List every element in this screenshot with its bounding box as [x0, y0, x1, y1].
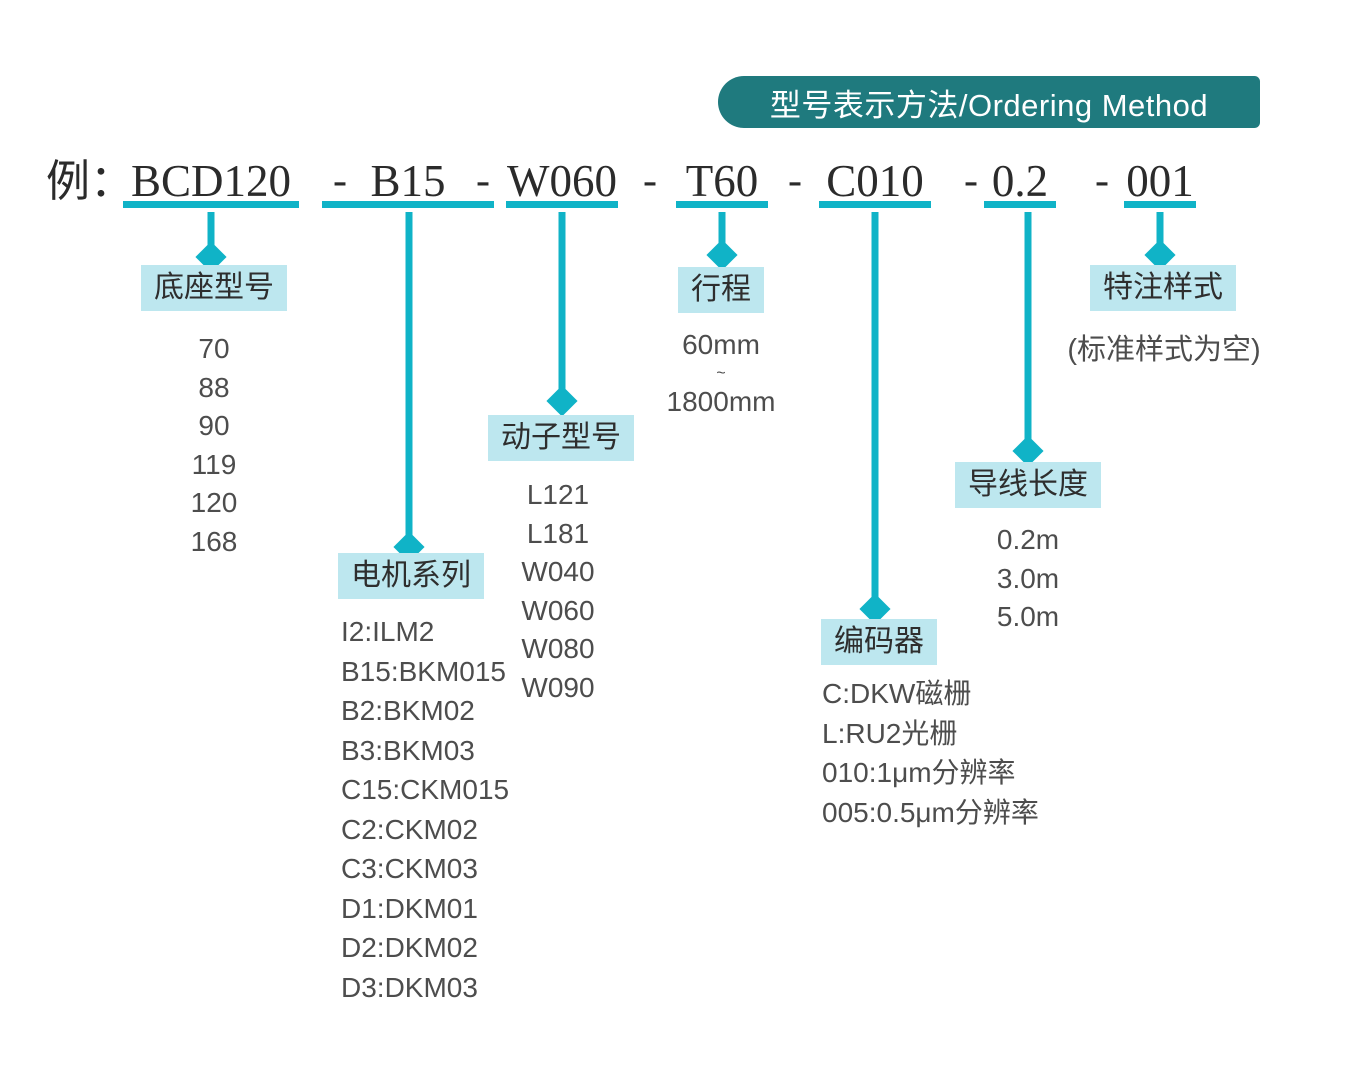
value-item: C3:CKM03: [341, 853, 478, 884]
connector-line: [207, 212, 215, 250]
connector-line: [1024, 212, 1032, 444]
motor-series-values: I2:ILM2 B15:BKM015 B2:BKM02 B3:BKM03 C15…: [341, 612, 509, 1007]
value-item: 0.2m: [996, 524, 1060, 555]
value-item: W040: [521, 556, 595, 587]
encoder-values: C:DKW磁栅 L:RU2光栅 010:1μm分辨率 005:0.5μm分辨率: [822, 674, 1039, 832]
standard-style-note: (标准样式为空): [1067, 334, 1261, 366]
value-item: 70: [198, 333, 230, 364]
base-model-values: 70 88 90 119 120 168: [191, 330, 238, 561]
connector-line: [558, 212, 566, 394]
wire-length-values: 0.2m 3.0m 5.0m: [997, 521, 1059, 637]
title-banner: 型号表示方法/Ordering Method: [718, 76, 1260, 128]
value-item: B3:BKM03: [341, 734, 475, 766]
value-item: W090: [521, 671, 595, 703]
example-prefix: 例：: [46, 157, 134, 206]
stroke-values: 60mm ~ 1800mm: [667, 326, 776, 421]
dash-separator: -: [788, 158, 802, 204]
value-item: 119: [191, 448, 237, 480]
page-title: 型号表示方法/Ordering Method: [769, 87, 1209, 123]
value-item: I2:ILM2: [341, 616, 435, 647]
segment-base-model: BCD120: [123, 156, 299, 208]
value-item: D3:DKM03: [341, 971, 478, 1003]
label-base-model: 底座型号: [141, 265, 287, 311]
label-mover-model: 动子型号: [488, 415, 634, 461]
connector-line: [405, 212, 413, 540]
value-item: 90: [198, 410, 230, 441]
value-item: C15:CKM015: [341, 774, 510, 805]
segment-wire-length: 0.2: [984, 156, 1056, 208]
value-item: C2:CKM02: [341, 813, 478, 845]
value-item: D1:DKM01: [341, 892, 478, 924]
dash-separator: -: [643, 158, 657, 204]
value-item: 3.0m: [996, 562, 1060, 594]
value-item: 1800mm: [666, 385, 776, 417]
dash-separator: -: [333, 158, 347, 204]
label-encoder: 编码器: [821, 619, 937, 665]
value-item: 010:1μm分辨率: [822, 757, 1016, 788]
segment-encoder: C010: [819, 156, 931, 208]
value-item: D2:DKM02: [341, 932, 478, 963]
value-item: 88: [198, 371, 230, 403]
value-item: L:RU2光栅: [822, 717, 958, 749]
diamond-marker-icon: [546, 385, 578, 417]
value-item: 168: [190, 525, 238, 557]
value-item: 005:0.5μm分辨率: [822, 796, 1039, 828]
value-item: B2:BKM02: [341, 695, 475, 726]
dash-separator: -: [476, 158, 490, 204]
value-item: W060: [521, 594, 595, 626]
value-item: 60mm: [682, 329, 760, 360]
label-special-style: 特注样式: [1090, 265, 1236, 311]
segment-motor-series: B15: [322, 156, 494, 208]
label-motor-series: 电机系列: [338, 553, 484, 599]
value-item: L181: [526, 517, 590, 549]
label-stroke: 行程: [678, 267, 764, 313]
range-tilde: ~: [716, 364, 726, 382]
dash-separator: -: [964, 158, 978, 204]
value-item: 120: [190, 487, 238, 518]
label-wire-length: 导线长度: [955, 462, 1101, 508]
dash-separator: -: [1095, 158, 1109, 204]
segment-stroke: T60: [676, 156, 768, 208]
value-item: W080: [521, 633, 595, 664]
connector-line: [718, 212, 726, 248]
mover-model-values: L121 L181 W040 W060 W080 W090: [521, 476, 594, 707]
value-item: 5.0m: [996, 601, 1060, 632]
segment-special-style: 001: [1124, 156, 1196, 208]
value-item: B15:BKM015: [341, 655, 506, 687]
diamond-marker-icon: [706, 239, 738, 271]
value-item: C:DKW磁栅: [822, 678, 972, 709]
connector-line: [871, 212, 879, 602]
connector-line: [1156, 212, 1164, 248]
segment-mover-model: W060: [506, 156, 618, 208]
value-item: L121: [526, 479, 590, 510]
